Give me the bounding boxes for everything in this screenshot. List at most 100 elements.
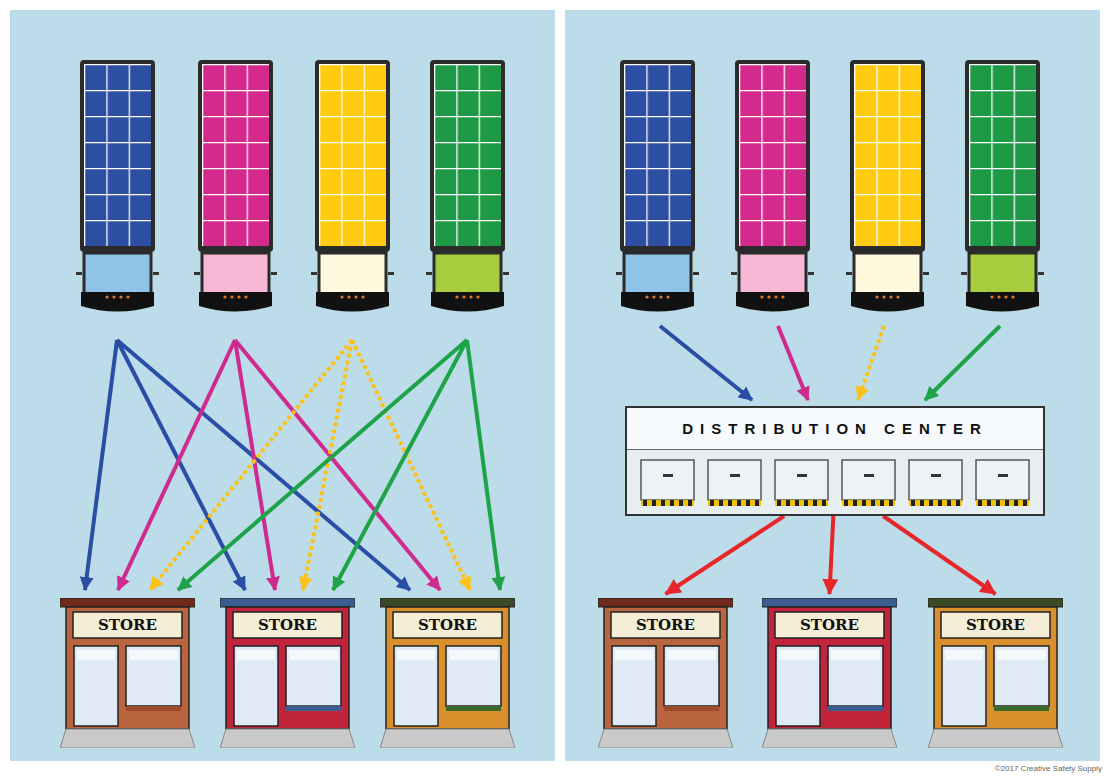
truck-part <box>846 272 852 275</box>
hazard-stripe <box>842 500 895 506</box>
store-door <box>74 646 118 726</box>
truck-part <box>990 295 993 298</box>
truck-part <box>230 295 233 298</box>
hazard-stripe <box>679 500 683 506</box>
truck-part <box>315 60 390 252</box>
hazard-stripe <box>929 500 933 506</box>
truck-part <box>316 292 389 312</box>
hazard-stripe <box>822 500 826 506</box>
copyright-note: ©2017 Creative Safety Supply <box>995 764 1102 773</box>
truck-part <box>965 60 1040 252</box>
truck-part <box>153 272 159 275</box>
glass-shine <box>129 650 178 660</box>
truck-part <box>354 295 357 298</box>
truck-part <box>198 60 273 252</box>
truck-part <box>434 64 501 246</box>
dock-door <box>775 460 828 500</box>
truck-part <box>739 64 806 246</box>
truck-part <box>430 60 505 252</box>
truck-part <box>760 295 763 298</box>
dock-door <box>641 460 694 500</box>
glass-shine <box>779 650 817 660</box>
truck-part <box>969 64 1036 246</box>
truck-part <box>969 253 1036 295</box>
truck-part <box>119 295 122 298</box>
truck-part <box>889 295 892 298</box>
hazard-stripe <box>996 500 1000 506</box>
store-window <box>828 646 883 706</box>
truck <box>731 60 814 312</box>
hazard-stripe <box>920 500 924 506</box>
door-handle <box>998 474 1008 477</box>
door-handle <box>730 474 740 477</box>
truck-part <box>76 272 82 275</box>
delivery-arrow <box>666 516 785 594</box>
truck-part <box>739 253 806 295</box>
truck-part <box>851 292 924 312</box>
truck-part <box>202 253 269 295</box>
dock-door <box>708 460 761 500</box>
hazard-stripe <box>688 500 692 506</box>
store-sign-board <box>393 612 502 638</box>
glass-shine <box>77 650 115 660</box>
store-sill <box>126 706 181 711</box>
truck-part <box>319 64 386 246</box>
truck-part <box>1011 295 1014 298</box>
hazard-stripe <box>938 500 942 506</box>
truck-part <box>347 295 350 298</box>
hazard-stripe <box>775 500 828 506</box>
delivery-arrows-part <box>778 326 808 400</box>
truck-part <box>624 253 691 295</box>
delivery-arrow <box>883 516 995 594</box>
truck-part <box>271 272 277 275</box>
truck-part <box>81 292 154 312</box>
glass-shine <box>997 650 1046 660</box>
delivery-arrows-part <box>178 340 467 590</box>
delivery-arrow <box>830 516 834 594</box>
store-sill <box>828 706 883 711</box>
truck <box>961 60 1044 312</box>
hazard-stripe <box>670 500 674 506</box>
store-sign: STORE <box>941 612 1050 638</box>
store-wall <box>386 607 509 729</box>
hazard-stripe <box>978 500 982 506</box>
store-sign: STORE <box>393 612 502 638</box>
delivery-arrows-part <box>352 340 470 590</box>
hazard-stripe <box>641 500 694 506</box>
truck-part <box>434 64 501 246</box>
store-sidewalk <box>762 729 897 748</box>
truck-part <box>84 64 151 246</box>
right-panel <box>565 10 1100 761</box>
truck-part <box>503 272 509 275</box>
store-node: STORE <box>928 598 1063 748</box>
store-roof <box>380 598 515 607</box>
hazard-stripe <box>889 500 893 506</box>
store-sign-board <box>775 612 884 638</box>
delivery-arrows-part <box>235 340 440 590</box>
glass-shine <box>237 650 275 660</box>
truck-part <box>244 295 247 298</box>
truck-part <box>923 272 929 275</box>
truck-part <box>854 64 921 246</box>
truck-part <box>469 295 472 298</box>
truck-part <box>854 64 921 246</box>
hazard-stripe <box>976 500 1029 506</box>
truck-part <box>476 295 479 298</box>
store-sign: STORE <box>611 612 720 638</box>
store-sidewalk <box>60 729 195 748</box>
truck-part <box>388 272 394 275</box>
glass-shine <box>449 650 498 660</box>
store-sill <box>994 706 1049 711</box>
store-roof <box>598 598 733 607</box>
hazard-stripe <box>661 500 665 506</box>
truck-part <box>1038 272 1044 275</box>
store-roof <box>220 598 355 607</box>
truck-part <box>105 295 108 298</box>
truck-part <box>767 295 770 298</box>
store-roof <box>928 598 1063 607</box>
delivery-arrows-part <box>333 340 467 590</box>
truck-part <box>126 295 129 298</box>
truck-part <box>223 295 226 298</box>
truck-part <box>237 295 240 298</box>
truck-part <box>731 272 737 275</box>
